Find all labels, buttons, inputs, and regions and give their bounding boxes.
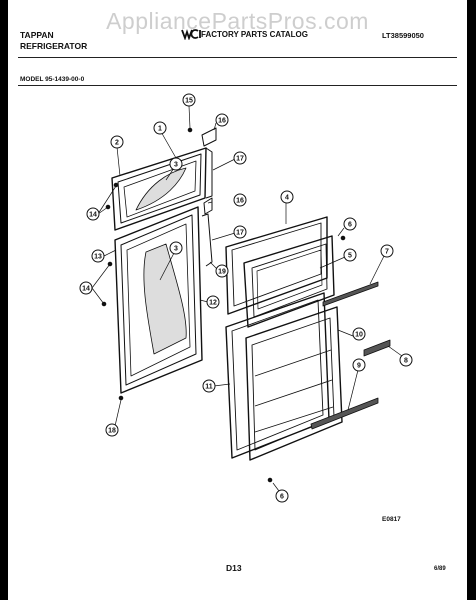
svg-text:4: 4 xyxy=(285,195,289,202)
callout-6: 6 xyxy=(343,217,357,231)
callout-13: 13 xyxy=(91,249,105,263)
catalog-date: 6/89 xyxy=(434,566,446,572)
diagram-code: E0817 xyxy=(382,516,401,523)
svg-text:8: 8 xyxy=(404,358,408,365)
svg-text:3: 3 xyxy=(174,246,178,253)
callout-14: 14 xyxy=(79,281,93,295)
fresh-food-liner xyxy=(225,292,343,461)
svg-text:14: 14 xyxy=(82,286,90,293)
callout-11: 11 xyxy=(202,379,216,393)
svg-text:6: 6 xyxy=(348,222,352,229)
svg-text:17: 17 xyxy=(236,156,244,163)
callout-7: 7 xyxy=(380,244,394,258)
callout-3: 3 xyxy=(169,157,183,171)
wci-logo xyxy=(181,29,201,40)
brand-block: TAPPAN REFRIGERATOR xyxy=(20,30,87,52)
model-number: MODEL 95-1439-00-0 xyxy=(20,76,85,83)
svg-text:13: 13 xyxy=(94,254,102,261)
callout-17: 17 xyxy=(233,225,247,239)
callout-5: 5 xyxy=(343,248,357,262)
watermark-text: AppliancePartsPros.com xyxy=(106,8,369,34)
callout-17: 17 xyxy=(233,151,247,165)
svg-text:6: 6 xyxy=(280,494,284,501)
callout-16: 16 xyxy=(215,113,229,127)
svg-text:19: 19 xyxy=(218,269,226,276)
callout-3: 3 xyxy=(169,241,183,255)
svg-text:2: 2 xyxy=(115,140,119,147)
callouts: 1 2 3 3 4 5 6 6 7 8 9 10 11 12 13 14 14 … xyxy=(79,93,413,503)
svg-text:16: 16 xyxy=(236,198,244,205)
brand-name: TAPPAN xyxy=(20,30,54,40)
page-number: D13 xyxy=(226,563,242,573)
callout-18: 18 xyxy=(105,423,119,437)
callout-1: 1 xyxy=(153,121,167,135)
svg-text:17: 17 xyxy=(236,230,244,237)
callout-10: 10 xyxy=(352,327,366,341)
freezer-liner xyxy=(225,216,335,328)
callout-12: 12 xyxy=(206,295,220,309)
svg-text:12: 12 xyxy=(209,300,217,307)
leader-lines xyxy=(91,105,403,492)
svg-text:16: 16 xyxy=(218,118,226,125)
svg-text:11: 11 xyxy=(205,384,213,391)
model-rule xyxy=(18,85,457,86)
svg-text:15: 15 xyxy=(185,98,193,105)
parts-catalog-sheet: AppliancePartsPros.com TAPPAN REFRIGERAT… xyxy=(8,0,467,600)
product-type: REFRIGERATOR xyxy=(20,41,88,51)
shelf-bars xyxy=(310,281,391,430)
callout-6: 6 xyxy=(275,489,289,503)
svg-text:10: 10 xyxy=(355,332,363,339)
svg-text:9: 9 xyxy=(357,363,361,370)
svg-text:1: 1 xyxy=(158,126,162,133)
svg-text:5: 5 xyxy=(348,253,352,260)
fresh-food-door xyxy=(114,206,203,394)
callout-15: 15 xyxy=(182,93,196,107)
svg-text:3: 3 xyxy=(174,162,178,169)
exploded-door-diagram: 1 2 3 3 4 5 6 6 7 8 9 10 11 12 13 14 14 … xyxy=(79,93,413,503)
svg-text:18: 18 xyxy=(108,428,116,435)
callout-8: 8 xyxy=(399,353,413,367)
callout-9: 9 xyxy=(352,358,366,372)
callout-19: 19 xyxy=(215,264,229,278)
callout-4: 4 xyxy=(280,190,294,204)
header-rule xyxy=(18,57,457,58)
callout-16: 16 xyxy=(233,193,247,207)
catalog-title: FACTORY PARTS CATALOG xyxy=(201,30,308,39)
callout-14: 14 xyxy=(86,207,100,221)
svg-text:14: 14 xyxy=(89,212,97,219)
part-code: LT38599050 xyxy=(382,31,424,40)
svg-text:7: 7 xyxy=(385,249,389,256)
callout-2: 2 xyxy=(110,135,124,149)
